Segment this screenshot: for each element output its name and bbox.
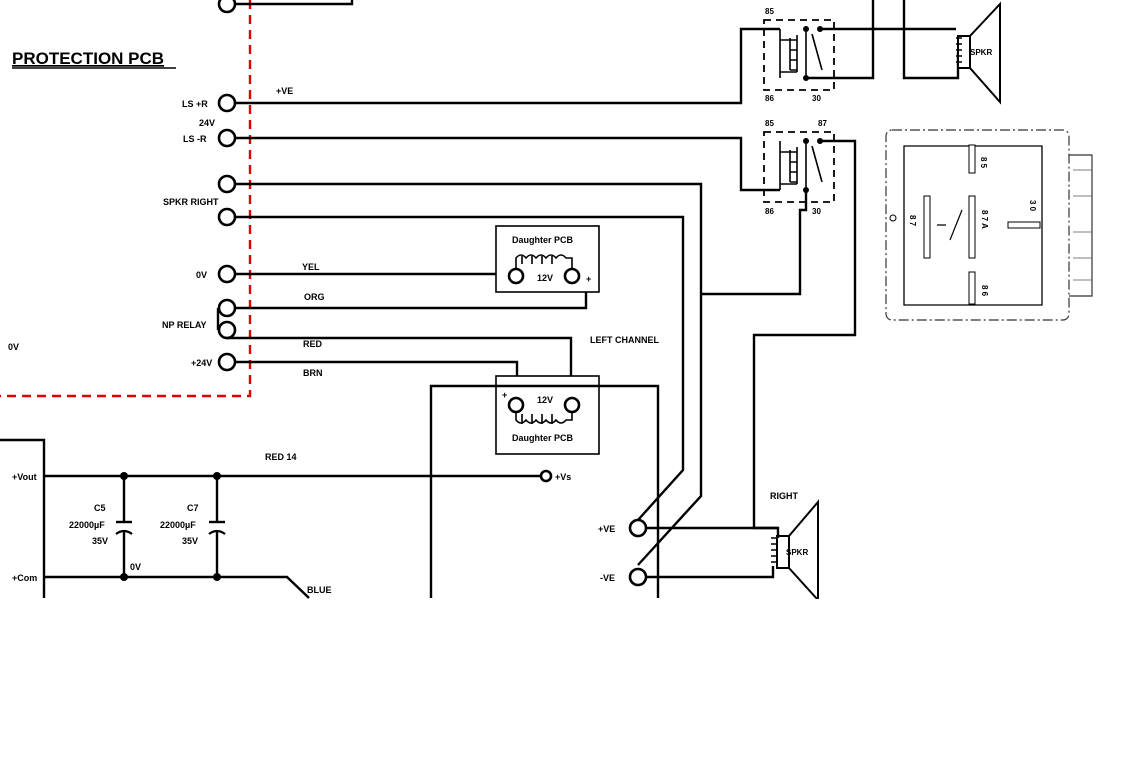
psu-section: +Vout +Com C5 22000µF 35V C7 22000µF 35V… — [0, 438, 553, 599]
protection-pcb-outline — [0, 0, 252, 398]
relay-top: 85 86 30 — [763, 7, 835, 103]
svg-text:22000µF: 22000µF — [160, 520, 196, 530]
svg-text:87: 87 — [818, 119, 827, 128]
speaker-top-icon: SPKR — [956, 1, 1001, 105]
terminal-ls-neg-r — [217, 128, 237, 148]
terminal-neg-ve — [628, 567, 648, 587]
svg-text:8 5: 8 5 — [979, 157, 988, 169]
svg-text:8 6: 8 6 — [980, 285, 989, 297]
terminal-plus-24v — [217, 352, 237, 372]
daughter-pcb-bottom: 12V + Daughter PCB — [495, 375, 600, 455]
daughter-pcb-bottom-voltage: 12V — [537, 395, 553, 405]
label-ls-neg-r: LS -R — [183, 134, 207, 144]
label-red14: RED 14 — [265, 452, 297, 462]
label-spkr-right: SPKR RIGHT — [163, 197, 219, 207]
daughter-pcb-top-label: Daughter PCB — [512, 235, 574, 245]
daughter-pcb-bottom-plus: + — [502, 390, 507, 400]
svg-text:86: 86 — [765, 94, 774, 103]
svg-text:86: 86 — [765, 207, 774, 216]
daughter-pcb-top: Daughter PCB 12V + — [495, 225, 600, 293]
label-np-relay: NP RELAY — [162, 320, 207, 330]
terminal-ls-pos-r — [217, 93, 237, 113]
svg-text:30: 30 — [812, 207, 821, 216]
svg-text:8 7: 8 7 — [908, 215, 917, 227]
svg-text:+Vout: +Vout — [12, 472, 37, 482]
svg-text:SPKR: SPKR — [970, 48, 992, 57]
label-ls-pos-r: LS +R — [182, 99, 208, 109]
label-0v: 0V — [196, 270, 207, 280]
label-plus-24v: +24V — [191, 358, 212, 368]
label-left-channel: LEFT CHANNEL — [590, 335, 659, 345]
speaker-right-icon: SPKR — [771, 499, 819, 603]
label-0v-left: 0V — [8, 342, 19, 352]
svg-text:+Com: +Com — [12, 573, 37, 583]
svg-text:35V: 35V — [182, 536, 198, 546]
pcb-wires — [226, 27, 780, 566]
protection-pcb-title: PROTECTION PCB — [12, 49, 164, 68]
terminal-spkr-right-a — [217, 174, 237, 194]
pcb-terminals — [217, 93, 237, 372]
relay-bottom: 85 87 86 30 — [763, 119, 835, 216]
label-neg-ve: -VE — [600, 573, 615, 583]
svg-text:C7: C7 — [187, 503, 199, 513]
top-terminal — [217, 0, 237, 14]
svg-text:0V: 0V — [130, 562, 141, 572]
svg-text:C5: C5 — [94, 503, 106, 513]
svg-text:8 7 A: 8 7 A — [980, 210, 989, 229]
svg-text:SPKR: SPKR — [786, 548, 808, 557]
svg-text:22000µF: 22000µF — [69, 520, 105, 530]
terminal-np-relay-a — [217, 298, 237, 318]
daughter-pcb-top-plus: + — [586, 274, 591, 284]
svg-text:30: 30 — [812, 94, 821, 103]
daughter-pcb-top-voltage: 12V — [537, 273, 553, 283]
svg-text:35V: 35V — [92, 536, 108, 546]
relay-pinout-diagram: 8 5 8 7 8 7 A 3 0 8 6 — [885, 129, 1093, 321]
daughter-pcb-bottom-label: Daughter PCB — [512, 433, 574, 443]
label-vs: +Vs — [555, 472, 571, 482]
svg-text:3 0: 3 0 — [1028, 200, 1037, 212]
terminal-pos-ve — [628, 518, 648, 538]
svg-text:85: 85 — [765, 119, 774, 128]
label-wire-pos-ve: +VE — [276, 86, 293, 96]
label-wire-red: RED — [303, 339, 323, 349]
label-blue: BLUE — [307, 585, 332, 595]
label-24v: 24V — [199, 118, 215, 128]
label-wire-yel: YEL — [302, 262, 320, 272]
label-pos-ve: +VE — [598, 524, 615, 534]
svg-text:85: 85 — [765, 7, 774, 16]
terminal-np-relay-b — [217, 320, 237, 340]
label-wire-brn: BRN — [303, 368, 323, 378]
terminal-0v — [217, 264, 237, 284]
label-wire-org: ORG — [304, 292, 325, 302]
terminal-spkr-right-b — [217, 207, 237, 227]
label-right: RIGHT — [770, 491, 799, 501]
